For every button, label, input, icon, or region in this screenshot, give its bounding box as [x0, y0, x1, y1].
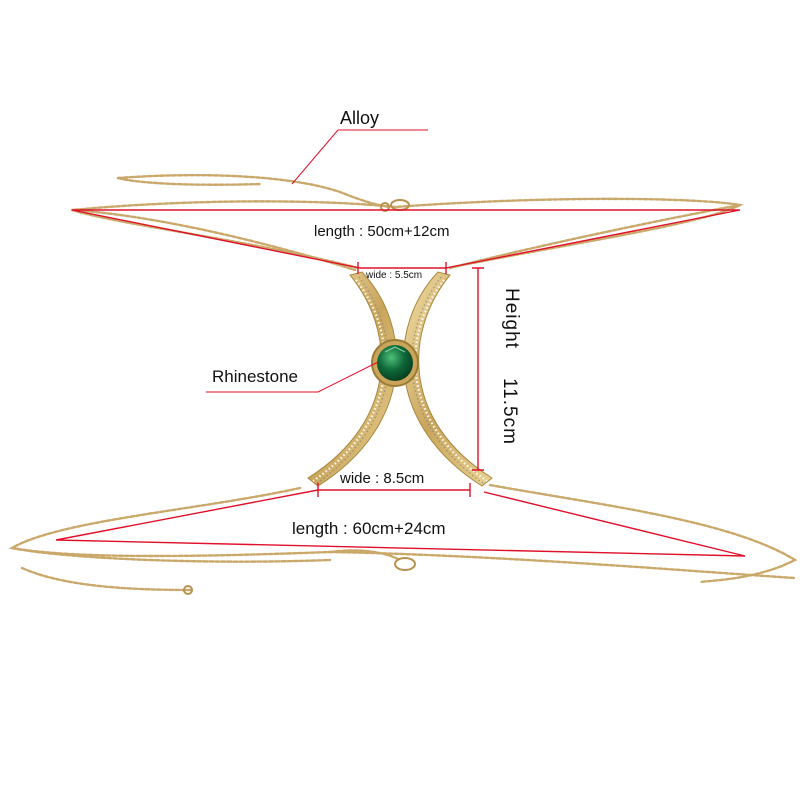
lower-chain — [8, 483, 798, 592]
leader-lines — [206, 129, 428, 393]
upper-chain — [70, 173, 744, 272]
top-length-label: length : 50cm+12cm — [314, 223, 450, 240]
bottom-length-label: length : 60cm+24cm — [292, 519, 446, 538]
height-label: Height — [501, 288, 522, 349]
green-rhinestone — [371, 339, 419, 387]
top-width-label: wide : 5.5cm — [366, 270, 423, 281]
measurement-lines — [55, 209, 746, 557]
alloy-label: Alloy — [340, 108, 380, 128]
height-value-label: 11.5cm — [499, 378, 520, 445]
bottom-width-label: wide : 8.5cm — [340, 470, 425, 487]
rhinestone-label: Rhinestone — [212, 367, 299, 386]
lower-clasp — [183, 557, 416, 595]
